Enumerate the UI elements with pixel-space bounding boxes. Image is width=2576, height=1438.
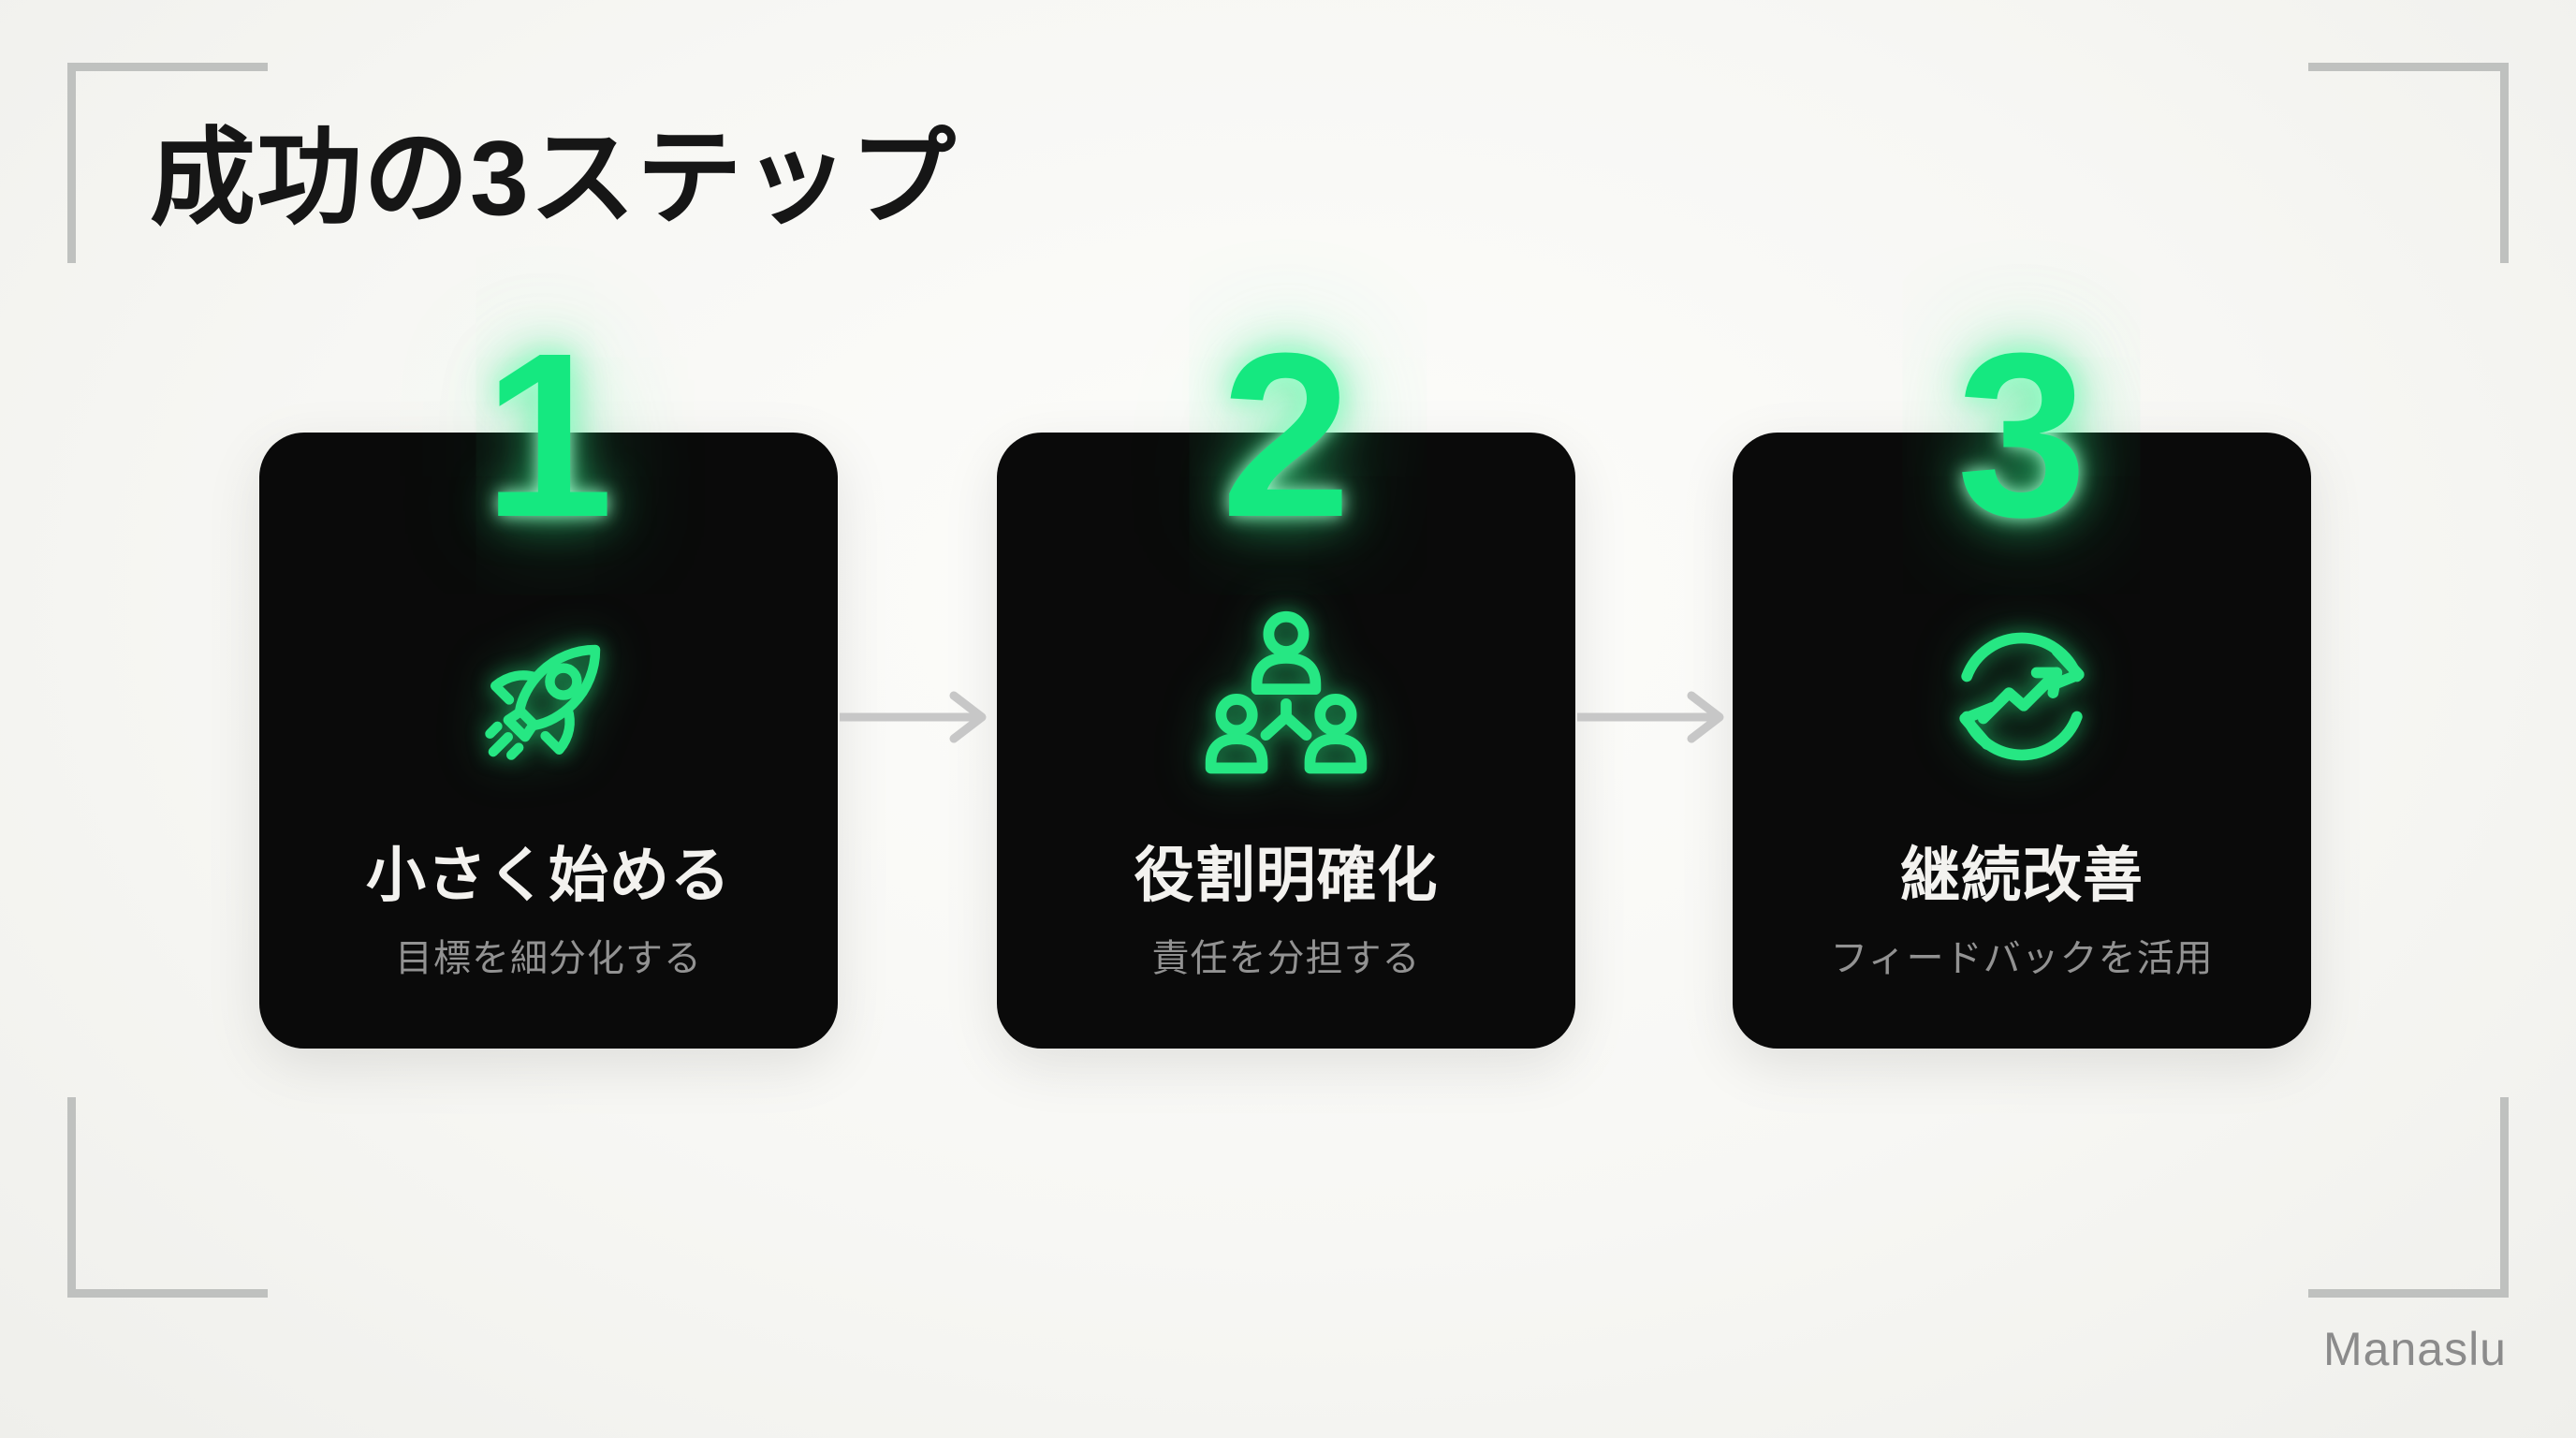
team-icon — [1194, 605, 1378, 788]
step-card-1: 小さく始める 目標を細分化する — [259, 433, 838, 1049]
flow-arrow-2-to-3 — [1573, 675, 1734, 759]
step-subtitle-1: 目標を細分化する — [395, 938, 702, 979]
step-subtitle-2: 責任を分担する — [1151, 938, 1421, 979]
frame-corner-top-right — [2308, 63, 2509, 263]
step-title-2: 役割明確化 — [1134, 842, 1439, 909]
step-title-3: 継続改善 — [1900, 842, 2144, 909]
frame-corner-bottom-right — [2308, 1097, 2509, 1298]
flow-arrow-1-to-2 — [835, 675, 997, 759]
slide-heading: 成功の3ステップ — [150, 119, 957, 237]
step-card-3: 継続改善 フィードバックを活用 — [1733, 433, 2311, 1049]
watermark: Manaslu — [2323, 1323, 2507, 1375]
frame-corner-bottom-left — [67, 1097, 268, 1298]
step-subtitle-3: フィードバックを活用 — [1830, 938, 2214, 979]
frame-corner-top-left — [67, 63, 268, 263]
cycle-icon — [1930, 605, 2114, 788]
step-card-2: 役割明確化 責任を分担する — [997, 433, 1575, 1049]
rocket-icon — [457, 605, 640, 788]
step-title-1: 小さく始める — [366, 842, 731, 909]
